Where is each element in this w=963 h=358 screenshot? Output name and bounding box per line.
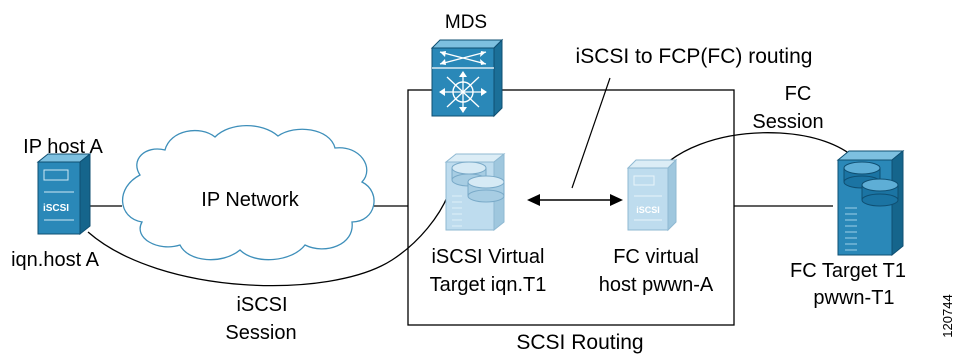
fc-virtual-host-label-line1: FC virtual: [613, 246, 699, 268]
iscsi-session-curve: [87, 194, 449, 287]
scsi-routing-box: [407, 89, 735, 326]
fc-virtual-host-label-line2: host pwwn-A: [599, 274, 714, 296]
fc-virtual-host-icon: iSCSI: [626, 158, 678, 232]
ip-network-label: IP Network: [201, 189, 299, 211]
figure-id-label: 120744: [940, 294, 955, 337]
fc-session-curve: [649, 132, 856, 183]
fc-target-label-line2: pwwn-T1: [813, 287, 894, 309]
iscsi-virtual-target-icon: [444, 152, 506, 232]
mds-label: MDS: [445, 12, 487, 33]
iscsi-session-label-line2: Session: [225, 322, 296, 344]
fc-virtual-iscsi-badge: iSCSI: [636, 205, 660, 215]
scsi-routing-label: SCSI Routing: [516, 331, 643, 354]
routing-double-arrow: [527, 194, 623, 206]
iqn-host-label: iqn.host A: [11, 249, 100, 271]
mds-switch-icon: [430, 38, 504, 118]
iscsi-virtual-target-label-line1: iSCSI Virtual: [431, 246, 544, 268]
fc-session-label-line1: FC: [785, 83, 812, 105]
iscsi-session-label-line1: iSCSI: [236, 294, 287, 316]
fc-target-label-line1: FC Target T1: [790, 260, 906, 282]
ip-host-label: IP host A: [23, 136, 103, 158]
fc-session-label-line2: Session: [752, 111, 823, 133]
fc-target-storage-icon: [836, 149, 905, 257]
routing-pointer-line: [571, 77, 611, 189]
iscsi-virtual-target-label-line2: Target iqn.T1: [430, 274, 547, 296]
ip-host-server-icon: iSCSI: [36, 152, 92, 236]
routing-label: iSCSI to FCP(FC) routing: [576, 45, 813, 68]
ip-host-iscsi-badge: iSCSI: [43, 203, 69, 214]
ip-network-cloud: [121, 125, 375, 261]
